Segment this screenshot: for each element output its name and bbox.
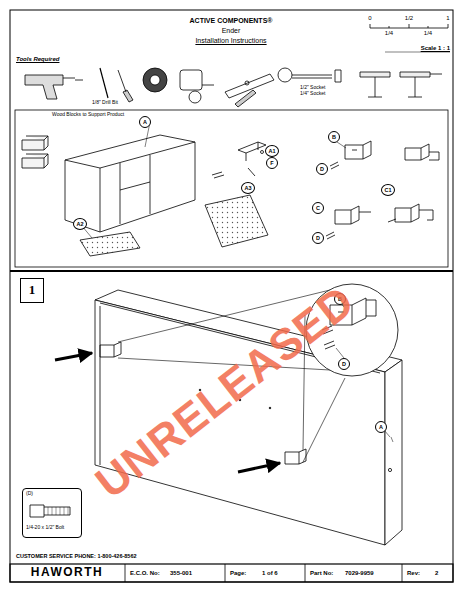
callout-letter: D <box>312 232 324 244</box>
callout-letter: A2 <box>73 218 87 230</box>
callout-letter: F <box>266 157 278 169</box>
callout-letter: C1 <box>381 184 395 196</box>
field-label: Rev: <box>407 570 420 577</box>
callout-letter: (D) <box>26 491 78 497</box>
scale-mark: 1 <box>446 15 449 22</box>
tool-label: 1/4" Socket <box>300 91 325 97</box>
part-spec: 1/4-20 x 1/2" Bolt <box>26 525 78 531</box>
field-value: 7029-9959 <box>345 570 374 577</box>
product-name: Ender <box>222 27 241 35</box>
callout-letter: A <box>375 421 387 433</box>
subtitle: Installation Instructions <box>195 37 266 45</box>
phone-note: CUSTOMER SERVICE PHONE: 1-800-426-8562 <box>16 553 137 559</box>
callout-letter: A3 <box>241 182 255 194</box>
callout-letter: A <box>139 116 151 128</box>
callout-letter: B <box>328 131 340 143</box>
part-note: Wood Blocks to Support Product <box>52 112 124 118</box>
step-number: 1 <box>21 279 43 300</box>
scale-mark: 1/2 <box>405 15 413 22</box>
callout-letter: C <box>312 202 324 214</box>
step-number-box: 1 <box>20 278 44 303</box>
field-label: Page: <box>230 570 246 577</box>
tool-label: 1/2" Socket <box>300 85 325 91</box>
scale-mark: 1/4 <box>385 30 393 37</box>
callout-letter: A1 <box>265 145 279 157</box>
tool-label: 1/8" Drill Bit <box>92 100 118 106</box>
field-value: 2 <box>435 570 438 577</box>
company-logo: HAWORTH <box>31 566 104 579</box>
field-value: 355-001 <box>170 570 192 577</box>
scale-note: Scale 1 : 1 <box>421 45 450 52</box>
field-value: 1 of 6 <box>262 570 278 577</box>
document-title: ACTIVE COMPONENTS® <box>190 17 273 25</box>
section-heading: Tools Required <box>16 56 59 63</box>
scale-mark: 0 <box>368 15 371 22</box>
field-label: E.C.O. No: <box>130 570 160 577</box>
scale-mark: 1/4 <box>424 30 432 37</box>
callout-letter: D <box>316 163 328 175</box>
callout-letter: D <box>338 358 350 370</box>
detail-inset: (D) 1/4-20 x 1/2" Bolt <box>22 488 82 538</box>
field-label: Part No: <box>310 570 333 577</box>
